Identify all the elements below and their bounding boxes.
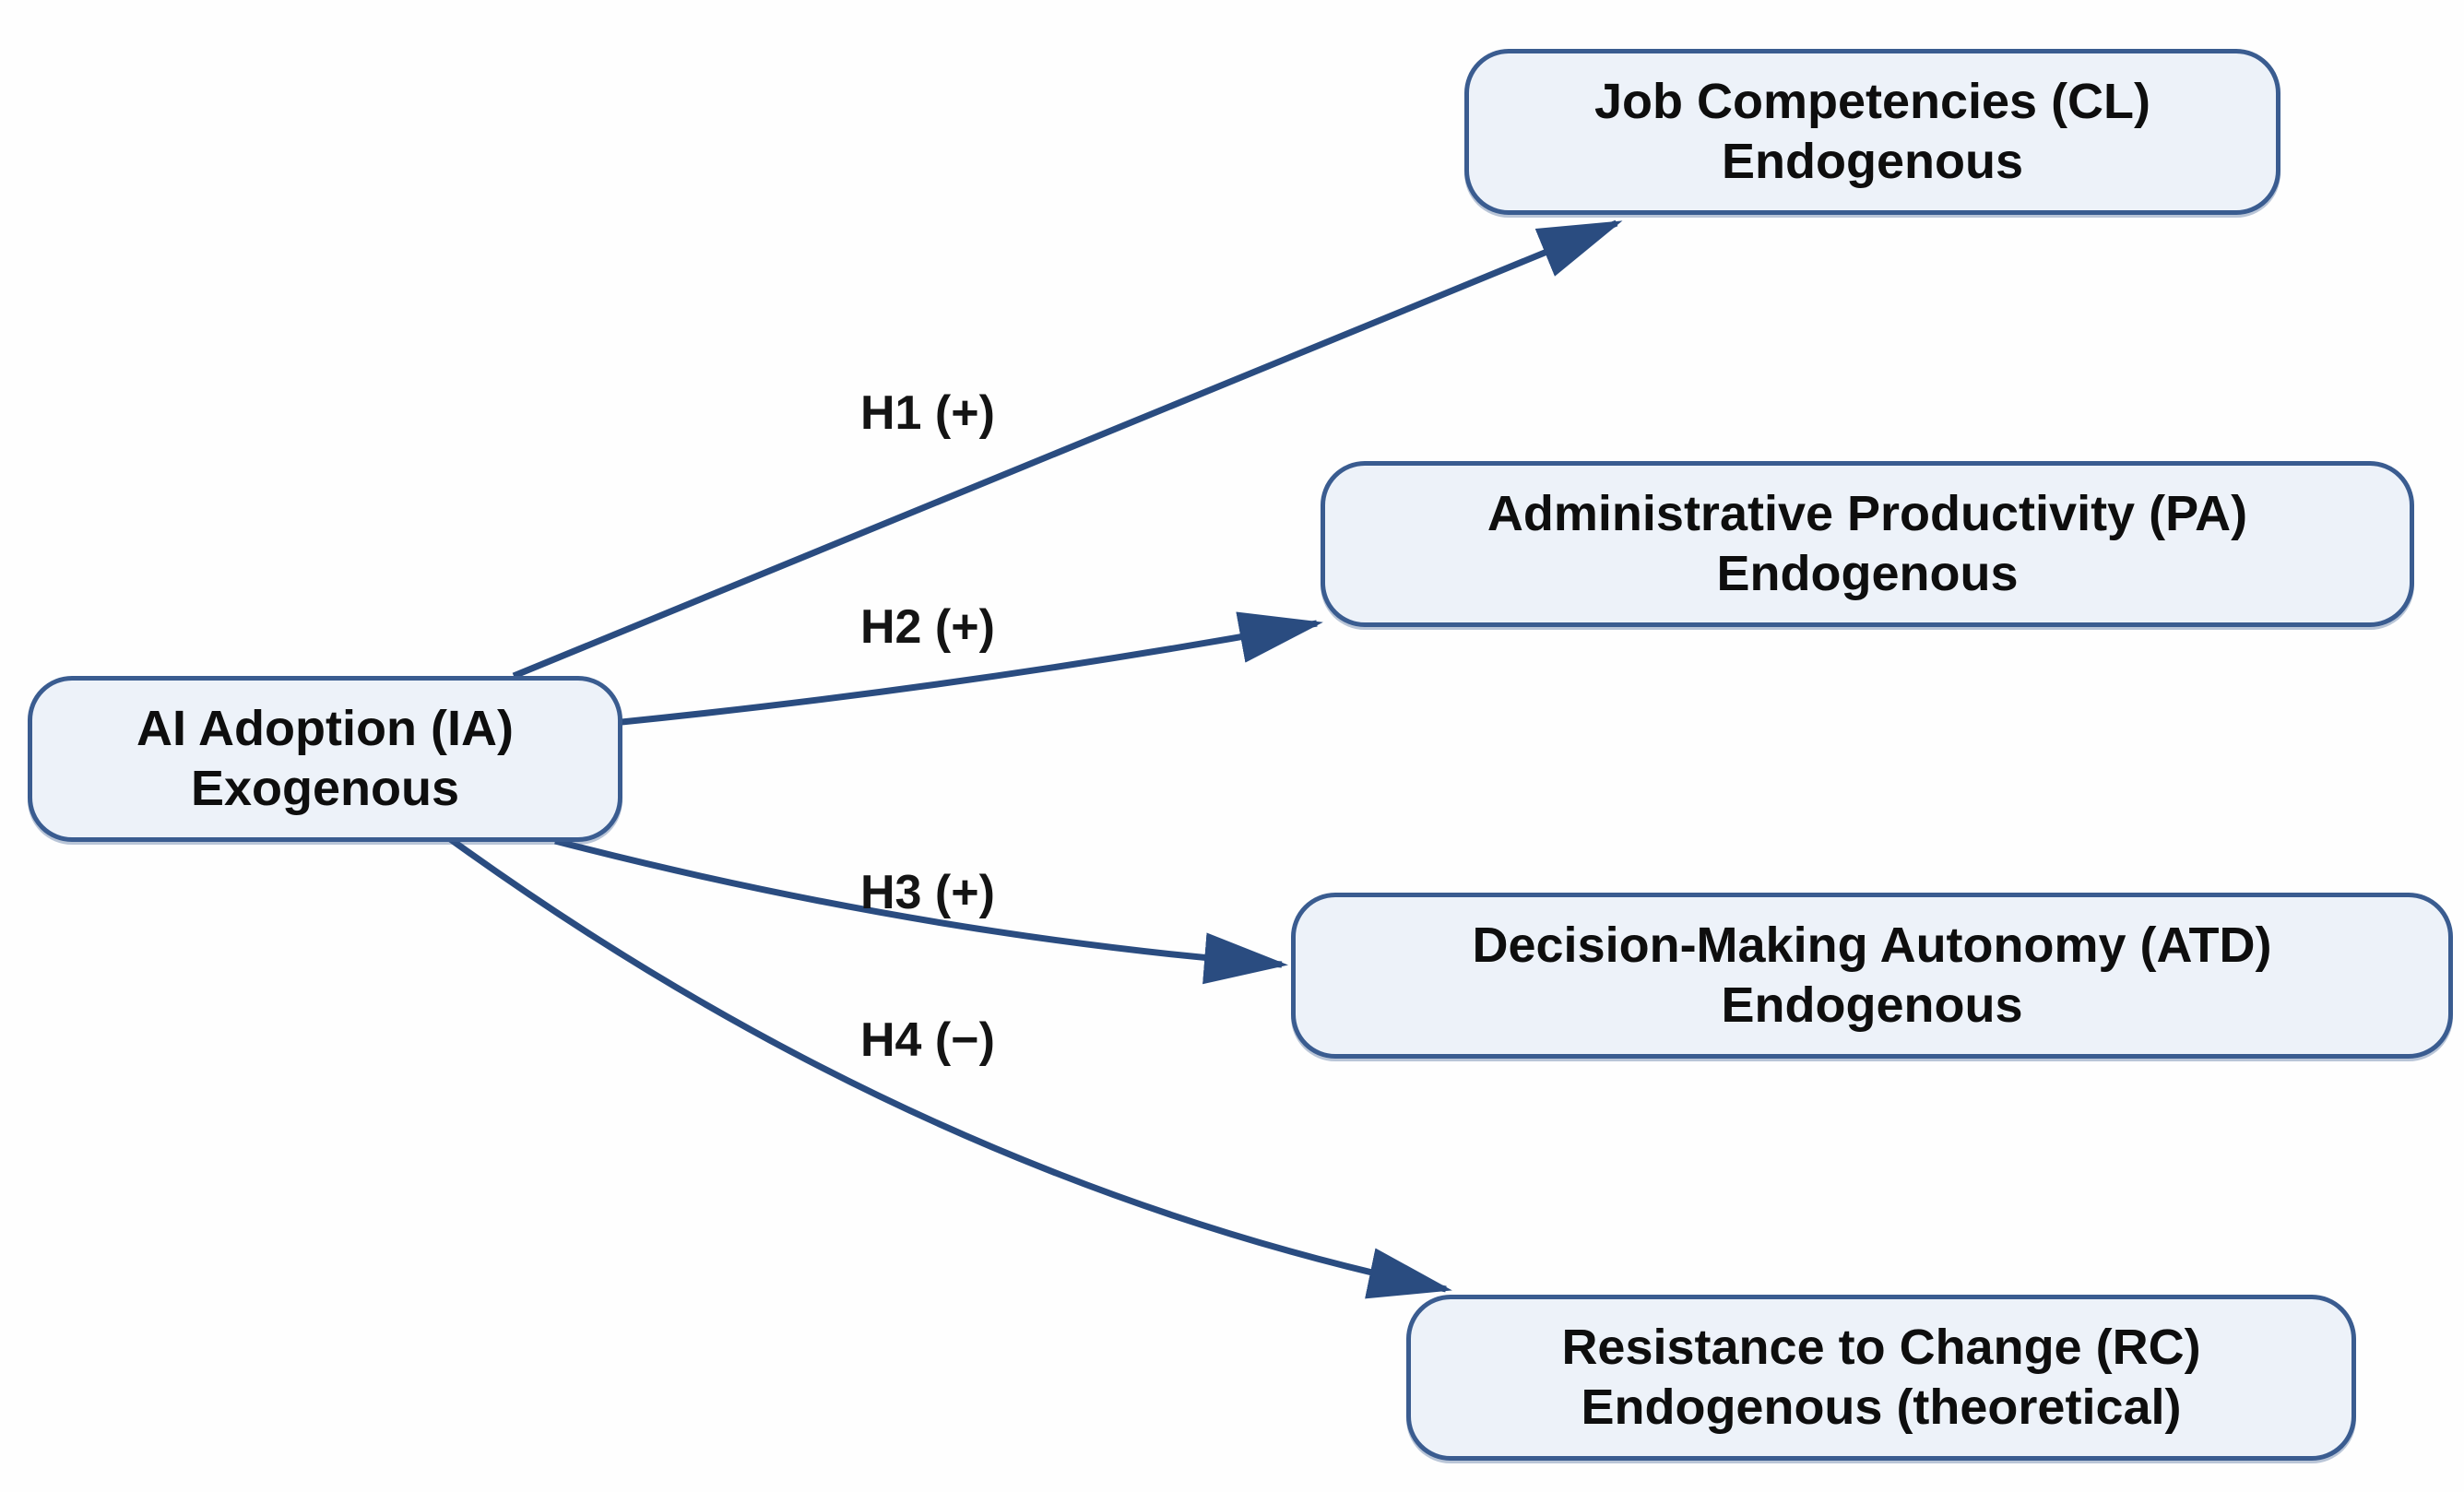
node-decision-making-autonomy-role: Endogenous — [1721, 977, 2023, 1033]
node-administrative-productivity: Administrative Productivity (PA) Endogen… — [1321, 461, 2414, 627]
edge-label-h2: H2 (+) — [860, 600, 995, 654]
node-administrative-productivity-title: Administrative Productivity (PA) — [1487, 486, 2248, 542]
node-resistance-to-change: Resistance to Change (RC) Endogenous (th… — [1406, 1295, 2356, 1461]
node-ai-adoption-role: Exogenous — [190, 761, 460, 816]
node-job-competencies-role: Endogenous — [1722, 134, 2023, 189]
node-job-competencies-title: Job Competencies (CL) — [1593, 74, 2151, 130]
node-job-competencies: Job Competencies (CL) Endogenous — [1464, 49, 2280, 215]
edge-label-h1: H1 (+) — [860, 386, 995, 440]
node-resistance-to-change-role: Endogenous (theoretical) — [1581, 1380, 2182, 1435]
node-decision-making-autonomy: Decision-Making Autonomy (ATD) Endogenou… — [1291, 893, 2453, 1059]
node-resistance-to-change-title: Resistance to Change (RC) — [1561, 1320, 2201, 1376]
node-ai-adoption-title: AI Adoption (IA) — [136, 701, 514, 757]
edge-label-h4: H4 (−) — [860, 1013, 995, 1067]
edge-label-h3: H3 (+) — [860, 866, 995, 919]
node-decision-making-autonomy-title: Decision-Making Autonomy (ATD) — [1472, 918, 2272, 974]
node-administrative-productivity-role: Endogenous — [1716, 546, 2019, 601]
node-ai-adoption: AI Adoption (IA) Exogenous — [28, 676, 622, 842]
